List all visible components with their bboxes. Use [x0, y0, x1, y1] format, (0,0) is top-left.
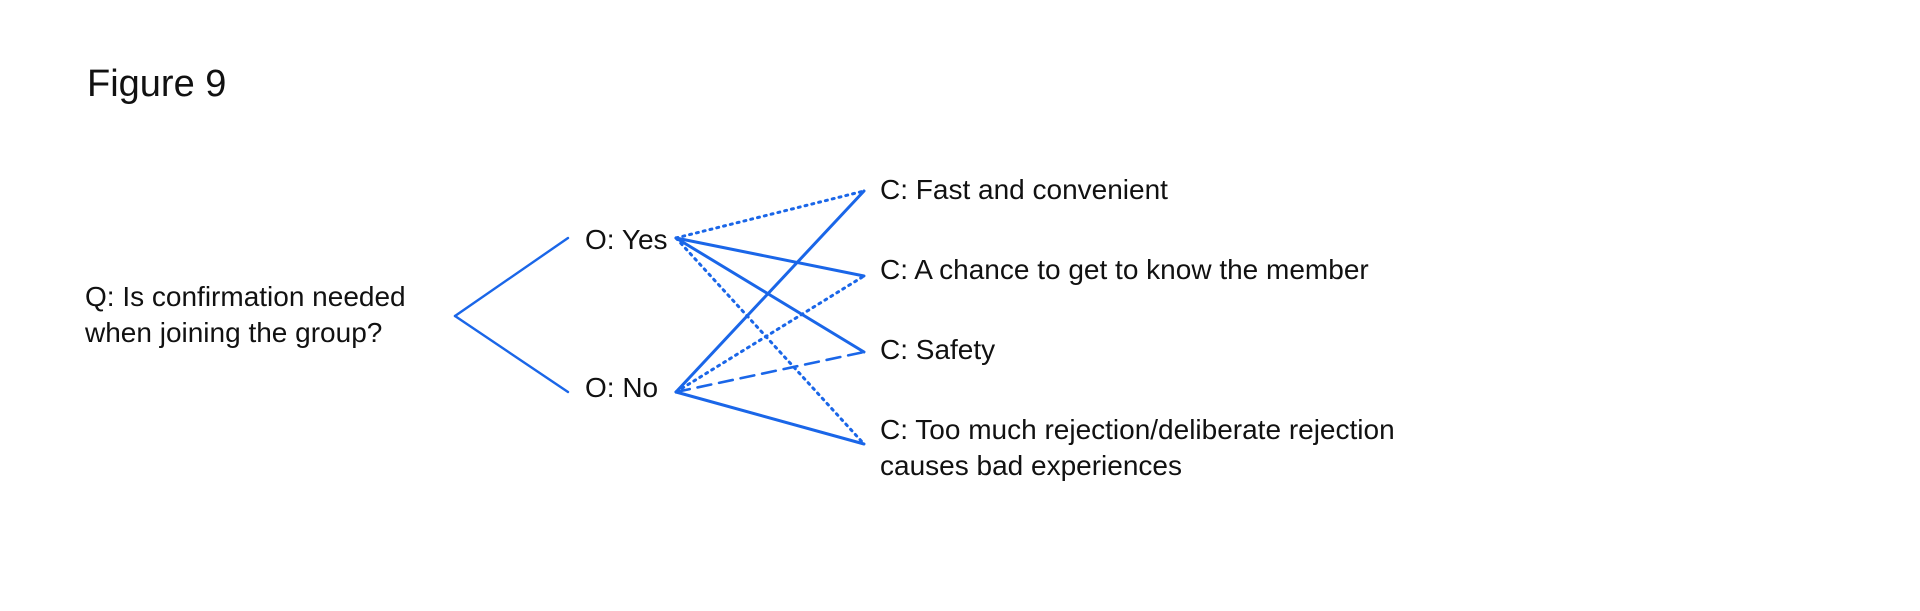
consequence-line: C: A chance to get to know the member: [880, 254, 1369, 285]
consequence-fast-and-convenient: C: Fast and convenient: [880, 172, 1168, 208]
consequence-line: causes bad experiences: [880, 450, 1182, 481]
edge-yes-to-member: [674, 236, 866, 278]
option-no: O: No: [585, 372, 659, 403]
edge-question-to-yes: [453, 236, 570, 318]
consequence-line: C: Too much rejection/deliberate rejecti…: [880, 414, 1395, 445]
consequence-too-much-rejection: C: Too much rejection/deliberate rejecti…: [880, 412, 1395, 484]
consequence-line: C: Safety: [880, 334, 996, 365]
edge-yes-to-safety: [674, 236, 866, 354]
edge-no-to-safety: [674, 350, 866, 394]
question-node: Q: Is confirmation needed when joining t…: [85, 279, 406, 351]
option-yes: O: Yes: [585, 224, 668, 255]
edge-no-to-rejection: [674, 390, 866, 446]
question-line-1: Q: Is confirmation needed: [85, 281, 406, 312]
edge-question-to-no: [453, 314, 570, 394]
edge-yes-to-fast: [674, 189, 866, 240]
edge-yes-to-rejection: [674, 236, 866, 446]
figure-title: Figure 9: [87, 63, 227, 105]
edge-no-to-member: [674, 274, 866, 394]
consequence-know-the-member: C: A chance to get to know the member: [880, 252, 1369, 288]
question-line-2: when joining the group?: [85, 317, 383, 348]
edge-no-to-fast: [674, 189, 866, 394]
consequence-safety: C: Safety: [880, 332, 995, 368]
consequence-line: C: Fast and convenient: [880, 174, 1168, 205]
